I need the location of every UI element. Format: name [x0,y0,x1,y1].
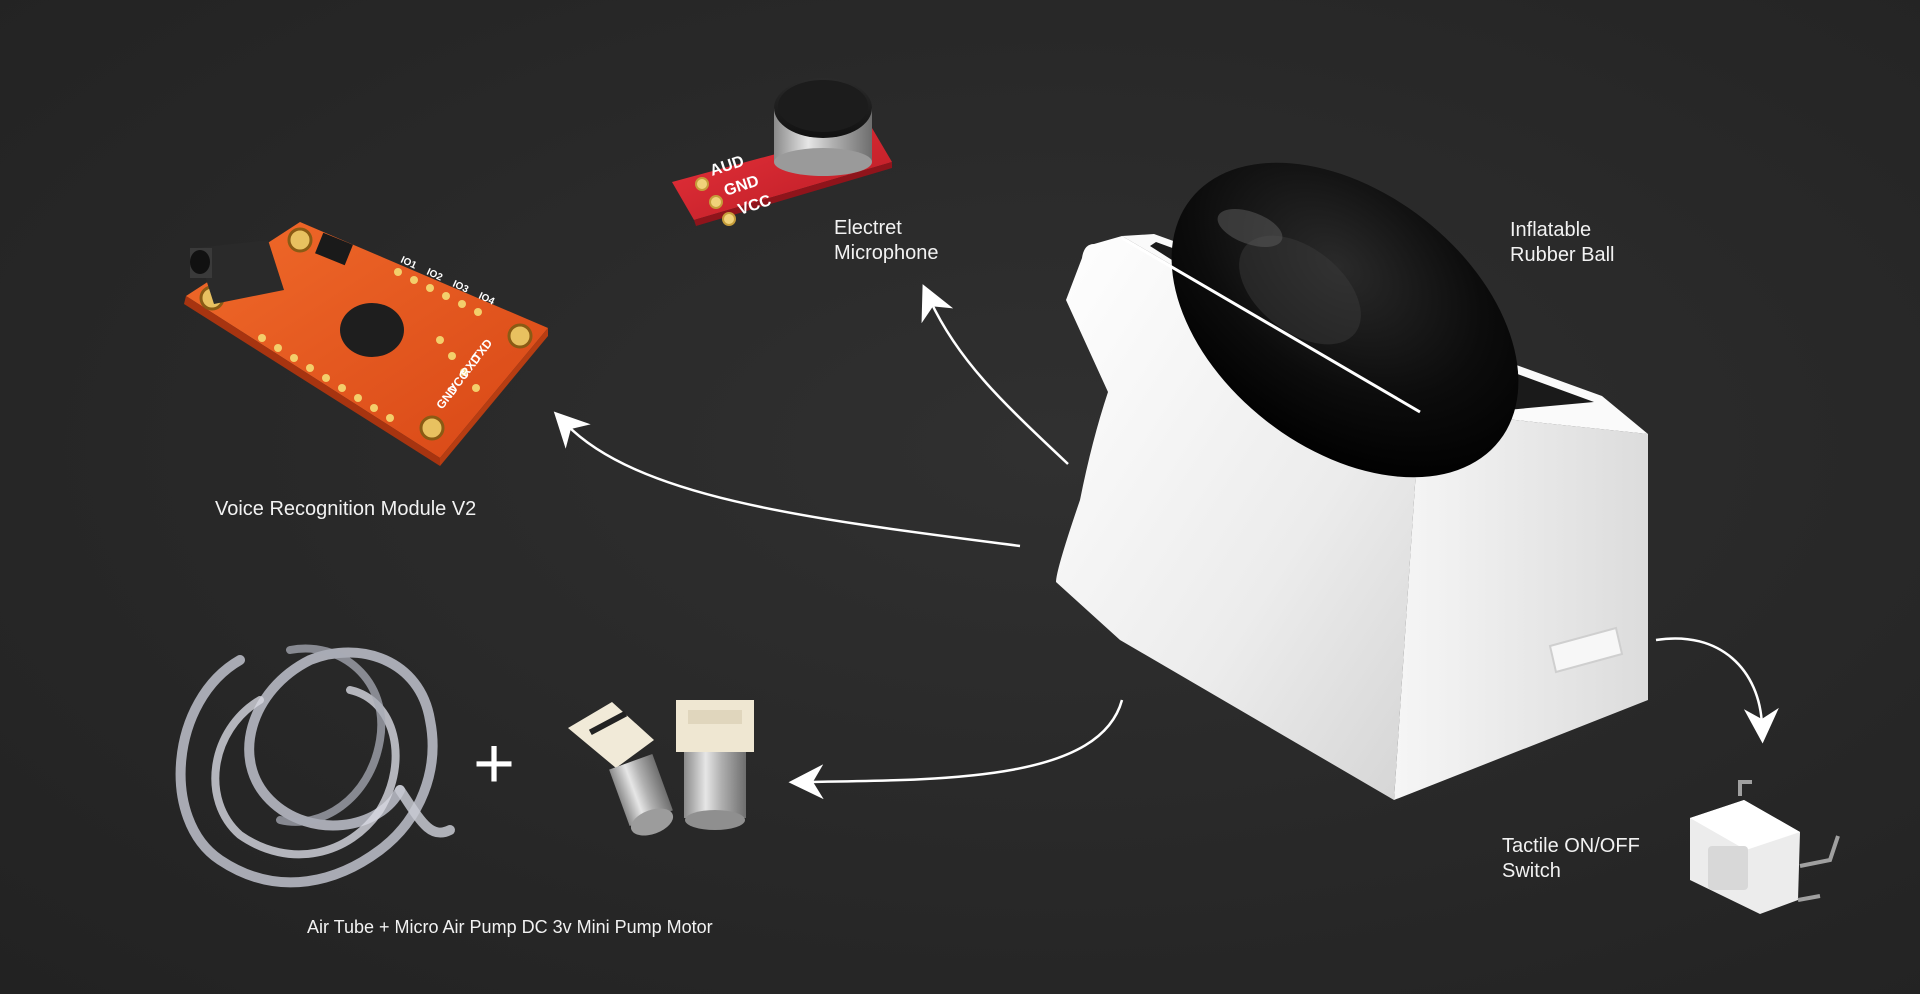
rubber-ball-label: Inflatable Rubber Ball [1510,218,1615,268]
air-tube-image [175,644,455,888]
device-enclosure-image [1056,162,1648,800]
electret-microphone-label-line2: Microphone [834,242,939,264]
arrow-to-switch [1655,637,1779,744]
arrow-to-microphone [921,284,1069,465]
tactile-switch-image [1690,780,1840,914]
tactile-switch-label-line1: Tactile ON/OFF [1502,835,1640,857]
tactile-switch-label-line2: Switch [1502,860,1561,882]
electret-microphone-label-line1: Electret [834,217,902,239]
voice-module-label-text: Voice Recognition Module V2 [215,498,477,520]
electret-microphone-label: Electret Microphone [834,216,939,266]
arrows [553,284,1779,800]
arrow-to-voice-module [553,411,1021,548]
voice-module-label: Voice Recognition Module V2 [215,497,476,522]
rubber-ball-label-line1: Inflatable [1510,219,1592,241]
pump-label: Air Tube + Micro Air Pump DC 3v Mini Pum… [307,916,713,938]
arrow-to-pump [788,699,1124,800]
pump-label-text: Air Tube + Micro Air Pump DC 3v Mini Pum… [307,917,713,937]
micro-air-pump-image [568,700,754,836]
tactile-switch-label: Tactile ON/OFF Switch [1502,834,1640,884]
voice-recognition-module-image: TXD RXD VCC GND IO1 IO2 IO3 IO4 [184,222,548,466]
electret-microphone-image: AUD GND VCC [672,78,892,226]
plus-sign: + [473,724,515,804]
rubber-ball-label-line2: Rubber Ball [1510,244,1615,266]
